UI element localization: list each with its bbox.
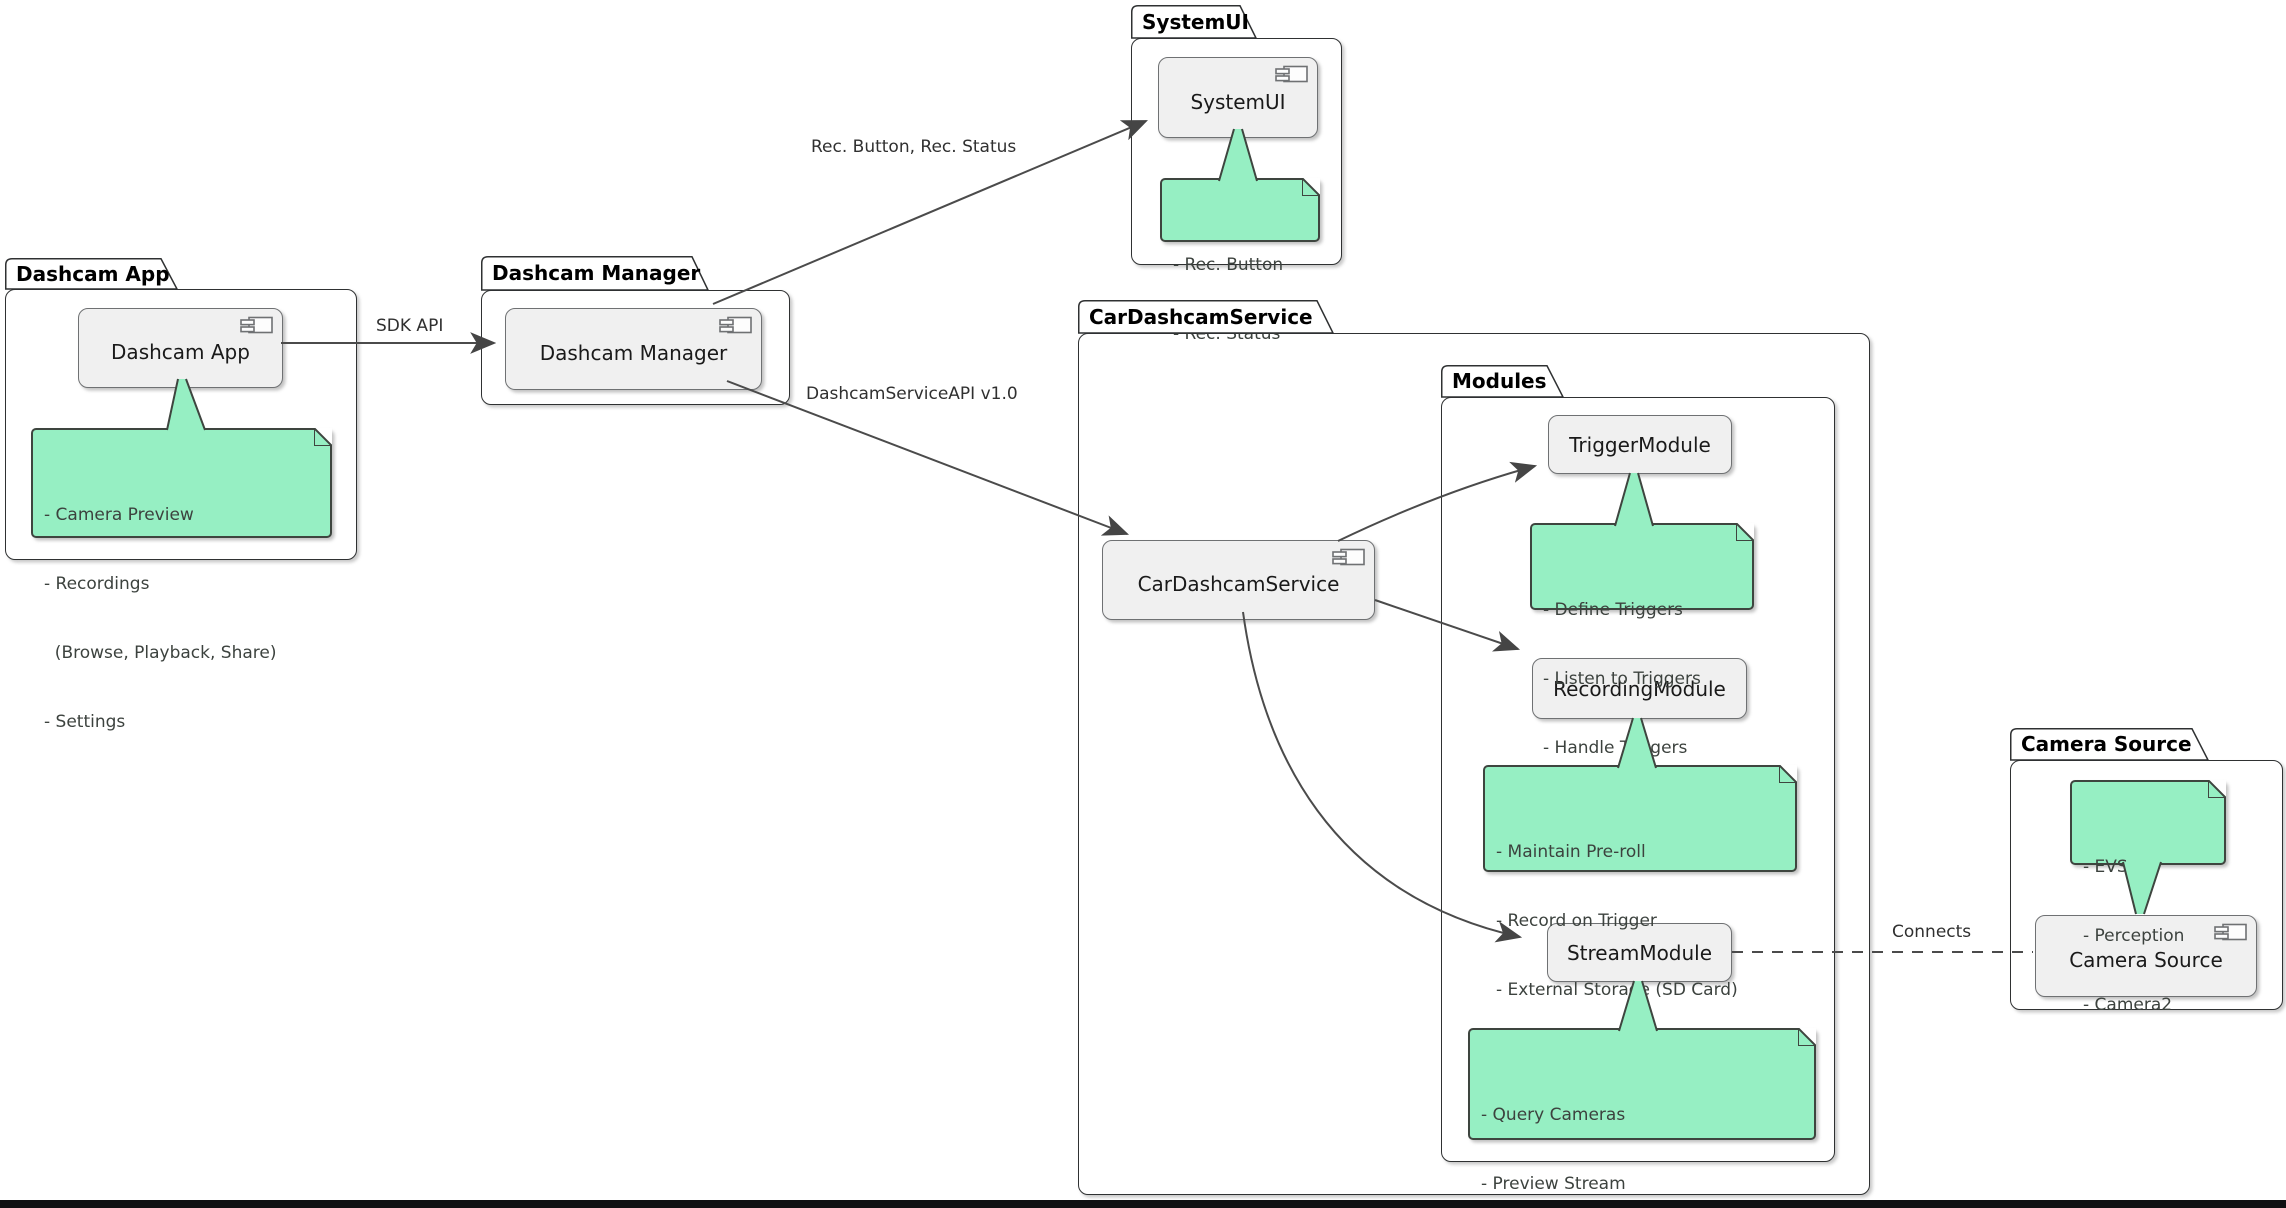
edge-label-rec-button-status: Rec. Button, Rec. Status — [811, 137, 1017, 157]
edge-label-dashcamserviceapi: DashcamServiceAPI v1.0 — [806, 384, 1018, 404]
component-label: TriggerModule — [1569, 432, 1711, 457]
component-label: CarDashcamService — [1137, 572, 1340, 596]
component-label: Camera Source — [2069, 948, 2223, 972]
component-label: StreamModule — [1566, 940, 1713, 965]
note-line: - Query Cameras — [1481, 1105, 1626, 1125]
component-cardashcamservice: CarDashcamService — [1102, 540, 1375, 620]
note-dogear-icon — [2208, 780, 2226, 798]
note-line: - Recordings — [44, 574, 150, 594]
note-line: - Settings — [44, 712, 126, 732]
component-dashcam-manager: Dashcam Manager — [505, 308, 762, 390]
note-line: - Rec. Button — [1173, 255, 1284, 275]
note-dogear-icon — [1798, 1028, 1816, 1046]
component-icon — [1332, 548, 1365, 566]
component-icon — [2214, 923, 2247, 941]
note-line: - Camera Preview — [44, 505, 194, 525]
note-recordingmodule-features: - Maintain Pre-roll - Record on Trigger … — [1483, 765, 1797, 1069]
note-dogear-icon — [1302, 178, 1320, 196]
note-line: - Maintain Pre-roll — [1496, 842, 1646, 862]
note-streammodule-features: - Query Cameras - Preview Stream - Snaps… — [1468, 1028, 1816, 1194]
component-triggermodule: TriggerModule — [1548, 415, 1732, 474]
note-line: - EVS — [2083, 857, 2128, 877]
note-camera-source-types: - EVS - Perception - Camera2 — [2070, 780, 2226, 1015]
note-line: - Preview Stream — [1481, 1174, 1626, 1194]
note-line: - Perception — [2083, 926, 2185, 946]
component-label: RecordingModule — [1553, 676, 1726, 701]
edge-label-connects: Connects — [1892, 922, 1972, 942]
note-systemui-features: - Rec. Button - Rec. Status — [1160, 178, 1320, 344]
component-camera-source: Camera Source — [2035, 915, 2257, 997]
note-line: - Handle Triggers — [1543, 738, 1688, 758]
package-title-systemui: SystemUI — [1142, 9, 1249, 34]
note-dogear-icon — [1779, 765, 1797, 783]
note-line: - External Storage (SD Card) — [1496, 980, 1738, 1000]
note-line: - Listen to Triggers — [1543, 669, 1701, 689]
package-title-camera-source: Camera Source — [2021, 732, 2192, 756]
package-title-cardashcamservice: CarDashcamService — [1089, 304, 1313, 329]
component-icon — [240, 316, 273, 334]
component-recordingmodule: RecordingModule — [1532, 658, 1747, 719]
note-line: (Browse, Playback, Share) — [44, 643, 277, 663]
note-dogear-icon — [1736, 523, 1754, 541]
package-title-modules: Modules — [1452, 369, 1547, 393]
component-icon — [1275, 65, 1308, 83]
note-line: - Record on Trigger — [1496, 911, 1657, 931]
package-title-dashcam-app: Dashcam App — [16, 261, 170, 286]
component-label: Dashcam App — [111, 340, 250, 364]
note-line: - Define Triggers — [1543, 600, 1683, 620]
component-dashcam-app: Dashcam App — [78, 308, 283, 388]
component-systemui: SystemUI — [1158, 57, 1318, 138]
component-icon — [719, 316, 752, 334]
package-title-dashcam-manager: Dashcam Manager — [492, 261, 701, 285]
edge-label-sdk-api: SDK API — [376, 316, 444, 336]
note-line: - Camera2 — [2083, 995, 2173, 1015]
note-dashcam-app-features: - Camera Preview - Recordings (Browse, P… — [31, 428, 332, 732]
note-triggermodule-features: - Define Triggers - Listen to Triggers -… — [1530, 523, 1754, 758]
note-dogear-icon — [314, 428, 332, 446]
component-label: Dashcam Manager — [539, 341, 728, 365]
bottom-bar — [0, 1200, 2286, 1208]
component-streammodule: StreamModule — [1547, 923, 1732, 982]
component-label: SystemUI — [1190, 89, 1286, 114]
